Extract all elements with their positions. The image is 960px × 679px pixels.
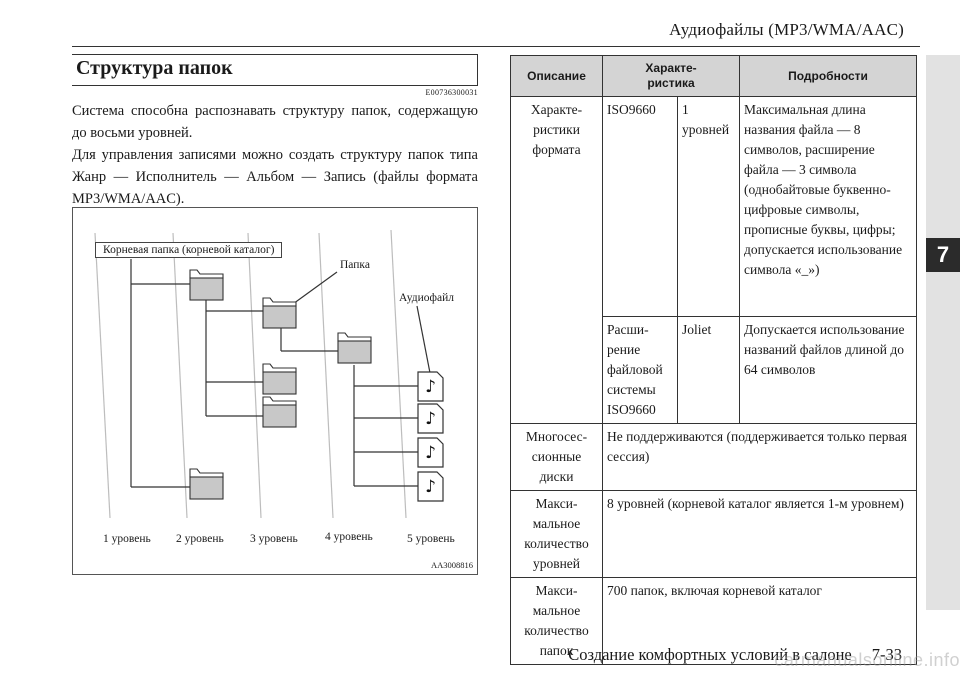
tree-connectors: [130, 259, 431, 488]
side-band: [926, 55, 960, 610]
audio-file-callout-label: Аудиофайл: [399, 292, 454, 304]
cell-description: Многосес- сионные диски: [510, 423, 603, 491]
music-note-icon: ♪: [425, 476, 436, 497]
level-guide-1: [94, 232, 111, 519]
cell-description: Характе- ристики формата: [510, 96, 603, 424]
folder-icon: [262, 363, 297, 395]
music-note-icon: ♪: [425, 442, 436, 463]
table-header-row: Описание Характе- ристика Подробности: [510, 55, 918, 97]
cell-detail: Максимальная длина названия файла — 8 си…: [739, 96, 918, 317]
cell-subtype-value: Joliet: [676, 316, 741, 424]
page-number: 7-33: [871, 645, 902, 664]
music-note-file-icon: [417, 403, 444, 434]
table-row: Характе- ристики формата ISO9660 1 уровн…: [510, 96, 918, 424]
header-characteristic: Характе- ристика: [601, 55, 741, 97]
music-note-icon: ♪: [425, 376, 436, 397]
chapter-tab[interactable]: 7: [926, 238, 960, 272]
level-label-2: 2 уровень: [176, 533, 224, 545]
footer-chapter-title: Создание комфортных условий в салоне: [568, 645, 852, 664]
watermark: carmanualsonline.info: [774, 650, 960, 670]
folder-callout-label: Папка: [340, 259, 370, 271]
paragraph-levels: Система способна распознавать структуру …: [72, 103, 478, 141]
table-row: Макси- мальное количество папок 700 папо…: [510, 577, 918, 665]
folder-icon: [262, 396, 297, 428]
level-guide-3: [247, 232, 262, 519]
cell-subtype: Расши- рение файловой системы ISO9660: [602, 316, 678, 424]
folder-icon: [337, 332, 372, 364]
table-row: Макси- мальное количество уровней 8 уров…: [510, 490, 918, 578]
folder-structure-figure: ♪ ♪ ♪ ♪ Корневая папка (корневой каталог…: [72, 207, 478, 575]
level-guide-4: [318, 232, 334, 519]
cell-detail: Не поддерживаются (поддерживается только…: [601, 423, 918, 491]
music-note-file-icon: [417, 437, 444, 468]
section-code: E00736300031: [425, 88, 478, 97]
cell-description: Макси- мальное количество уровней: [510, 490, 603, 578]
level-label-3: 3 уровень: [250, 533, 298, 545]
table-row: Расши- рение файловой системы ISO9660 Jo…: [511, 316, 918, 424]
folder-icon: [189, 269, 224, 301]
header-description: Описание: [510, 55, 603, 97]
cell-detail: Допускается использование названий файло…: [739, 316, 918, 424]
spec-table: Описание Характе- ристика Подробности Ха…: [510, 55, 918, 665]
running-footer: Создание комфортных условий в салоне 7-33: [568, 645, 902, 665]
section-title: Структура папок: [72, 54, 478, 86]
level-guides: [94, 229, 407, 519]
music-note-file-icon: [417, 471, 444, 502]
file-callout-line: [416, 305, 431, 374]
level-label-4: 4 уровень: [325, 531, 373, 543]
cell-subtype: ISO9660: [602, 96, 678, 317]
level-label-1: 1 уровень: [103, 533, 151, 545]
music-note-file-icon: [417, 371, 444, 402]
cell-subtype-value: 1 уровней: [676, 96, 741, 317]
audio-files: [417, 371, 444, 502]
level-guide-2: [172, 232, 188, 519]
running-header: Аудиофайлы (MP3/WMA/AAC): [669, 20, 904, 39]
folder-icon: [262, 297, 297, 329]
level-guide-5: [390, 229, 407, 519]
cell-description: Макси- мальное количество папок: [510, 577, 603, 665]
level-label-5: 5 уровень: [407, 533, 455, 545]
cell-detail: 700 папок, включая корневой каталог: [601, 577, 918, 665]
header-details: Подробности: [739, 55, 918, 97]
paragraph-structure: Для управления записями можно создать ст…: [72, 147, 478, 207]
folder-tree-diagram: [94, 229, 444, 519]
music-note-icon: ♪: [425, 408, 436, 429]
folder-icon: [189, 468, 224, 500]
header-rule: [72, 46, 920, 47]
table-row: Многосес- сионные диски Не поддерживаютс…: [510, 423, 918, 491]
cell-detail: 8 уровней (корневой каталог является 1-м…: [601, 490, 918, 578]
figure-code: AA3008816: [430, 560, 473, 570]
root-folder-label: Корневая папка (корневой каталог): [95, 242, 283, 258]
